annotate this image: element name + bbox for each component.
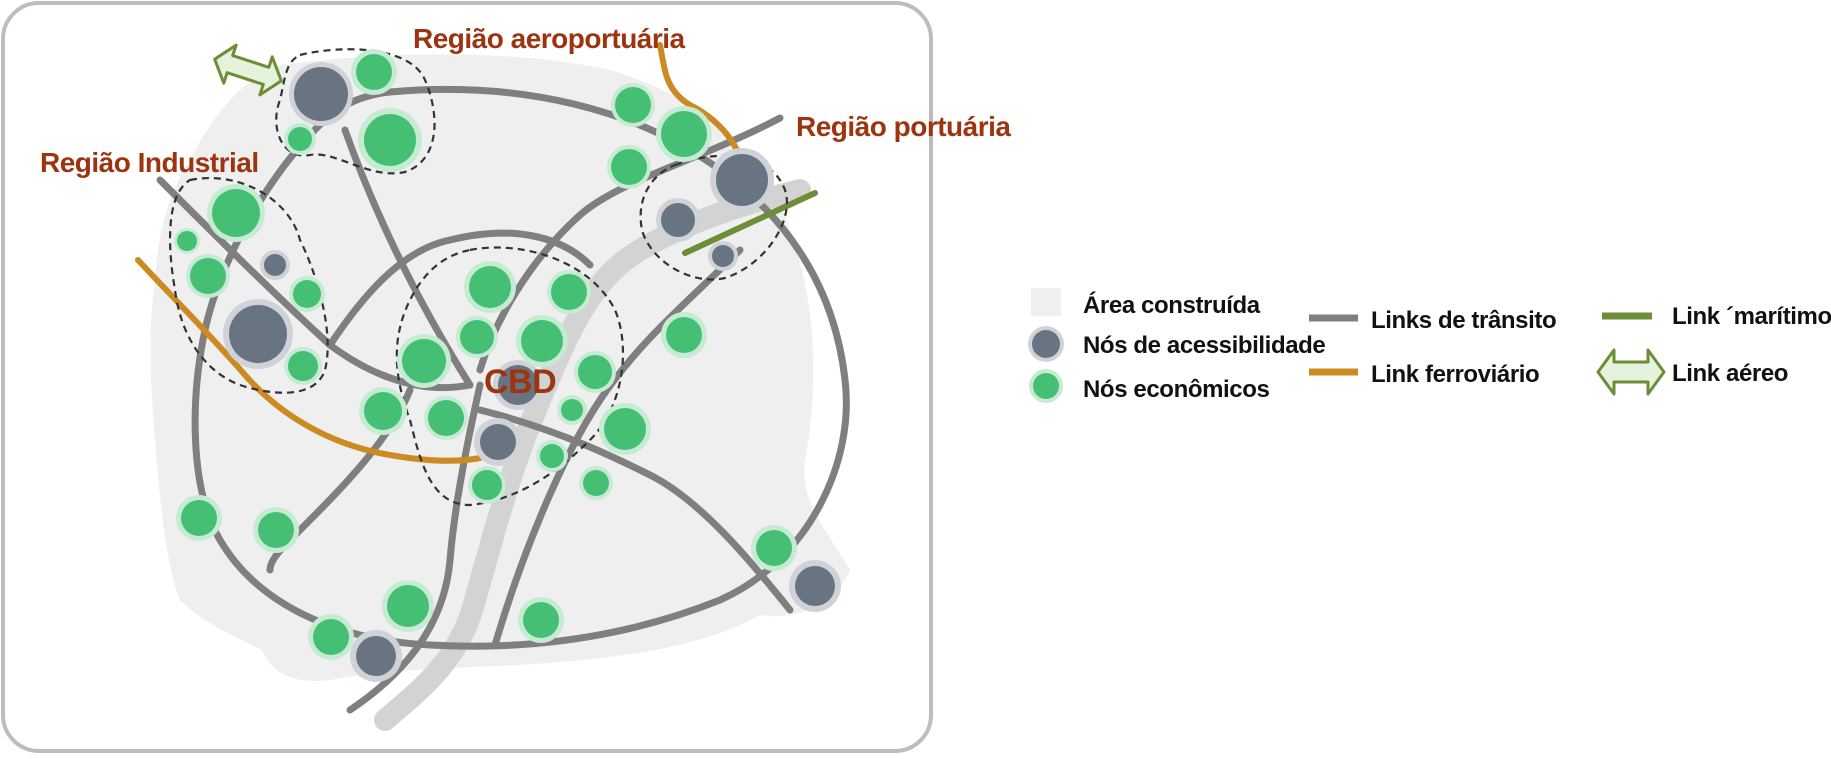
- legend-transit-links-label: Links de trânsito: [1371, 307, 1556, 334]
- cbd-label: CBD: [484, 363, 556, 401]
- economic-node: [424, 396, 468, 440]
- economic-node: [382, 580, 434, 632]
- economic-node: [207, 184, 265, 242]
- industrial-region-label: Região Industrial: [40, 147, 259, 178]
- legend-air-link-label: Link aéreo: [1672, 360, 1788, 387]
- region-outlines: [168, 48, 788, 507]
- accessibility-node: [708, 241, 738, 271]
- economic-node: [253, 507, 299, 553]
- accessibility-node: [710, 148, 774, 212]
- accessibility-node: [493, 360, 543, 410]
- accessibility-node: [656, 198, 700, 242]
- legend-accessibility-nodes-label: Nós de acessibilidade: [1083, 332, 1325, 359]
- economic-node: [579, 466, 613, 500]
- economic-node: [176, 495, 222, 541]
- economic-node: [516, 315, 568, 367]
- transit-link-cbd-south: [346, 381, 484, 714]
- economic-node: [351, 49, 397, 95]
- economic-node: [289, 276, 325, 312]
- legend-air-link-arrow-icon: [1596, 348, 1666, 396]
- legend-built-area-swatch: [1031, 288, 1061, 316]
- economic-node: [284, 347, 322, 385]
- economic-node: [661, 312, 707, 358]
- legend-economic-nodes-label: Nós econômicos: [1083, 376, 1269, 403]
- economic-node: [358, 108, 422, 172]
- economic-nodes: [174, 49, 797, 660]
- legend-maritime-link-label: Link ´marítimo: [1672, 303, 1831, 330]
- air-link-arrow-icon: [213, 43, 283, 97]
- economic-node: [456, 316, 498, 358]
- port-region-outline: [639, 154, 788, 281]
- airport-region-label: Região aeroportuária: [413, 23, 686, 54]
- legend-rail-link-label: Link ferroviário: [1371, 361, 1539, 388]
- economic-node: [284, 123, 316, 155]
- rail-link-west: [135, 257, 483, 464]
- cbd-region-outline: [395, 246, 624, 507]
- accessibility-node: [789, 560, 841, 612]
- transit-link-east-arc: [491, 246, 744, 649]
- accessibility-node: [260, 250, 290, 280]
- industrial-region-outline: [168, 177, 329, 394]
- economic-node: [611, 83, 655, 127]
- legend: Área construída Nós de acessibilidade Nó…: [1028, 288, 1831, 403]
- port-region-label: Região portuária: [796, 111, 1011, 142]
- economic-node: [574, 351, 616, 393]
- economic-node: [464, 261, 516, 313]
- economic-node: [656, 106, 712, 162]
- economic-node: [599, 403, 651, 455]
- economic-node: [308, 614, 354, 660]
- economic-node: [186, 254, 230, 298]
- economic-node: [607, 145, 651, 189]
- economic-node: [536, 440, 568, 472]
- maritime-link: [682, 190, 818, 256]
- economic-node: [397, 334, 451, 388]
- accessibility-node: [474, 418, 522, 466]
- legend-accessibility-node-swatch: [1028, 326, 1064, 362]
- airport-region-outline: [275, 48, 436, 175]
- economic-node: [468, 466, 506, 504]
- legend-built-area-label: Área construída: [1083, 291, 1261, 319]
- transit-link-ne-spoke: [476, 114, 784, 374]
- transit-link-se-spoke: [476, 406, 794, 614]
- accessibility-node: [223, 299, 293, 369]
- accessibility-node: [350, 630, 402, 682]
- accessibility-node: [289, 62, 353, 126]
- economic-node: [359, 387, 407, 435]
- accessibility-nodes: [223, 62, 841, 682]
- economic-node: [557, 395, 587, 425]
- economic-node: [174, 228, 200, 254]
- economic-node: [518, 597, 564, 643]
- legend-economic-node-swatch: [1029, 369, 1063, 403]
- economic-node: [751, 525, 797, 571]
- economic-node: [547, 270, 591, 314]
